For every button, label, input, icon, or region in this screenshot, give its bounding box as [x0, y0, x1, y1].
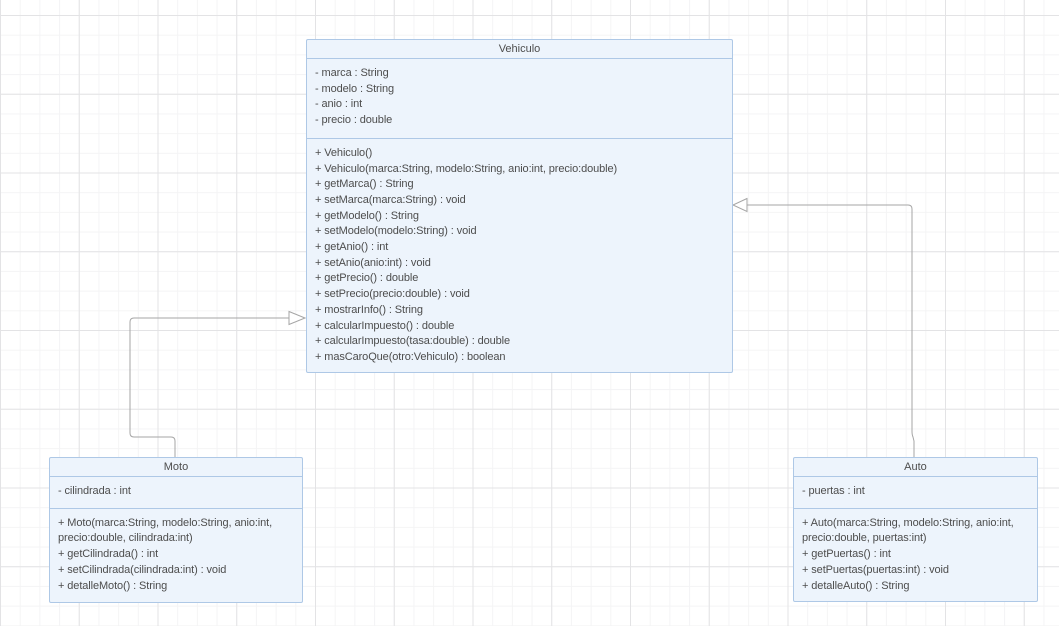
method-row[interactable]: + detalleMoto() : String: [58, 579, 168, 592]
method-row[interactable]: + calcularImpuesto(tasa:double) : double: [315, 335, 511, 348]
attribute-row[interactable]: - cilindrada : int: [58, 485, 131, 497]
class-moto-attributes[interactable]: - cilindrada : int: [50, 477, 302, 509]
method-row[interactable]: + setMarca(marca:String) : void: [315, 193, 466, 206]
class-moto[interactable]: Moto - cilindrada : int + Moto(marca:Str…: [49, 457, 303, 603]
attribute-row[interactable]: - anio : int: [315, 98, 363, 111]
attribute-row[interactable]: - marca : String: [315, 67, 389, 79]
method-row[interactable]: + detalleAuto() : String: [802, 579, 910, 592]
class-auto-attributes[interactable]: - puertas : int: [794, 477, 1037, 509]
method-row[interactable]: + Vehiculo(): [315, 146, 373, 159]
class-moto-title[interactable]: Moto: [50, 458, 302, 477]
method-row[interactable]: + setPrecio(precio:double) : void: [315, 288, 470, 301]
method-row[interactable]: + masCaroQue(otro:Vehiculo) : boolean: [315, 350, 506, 363]
method-row[interactable]: + Moto(marca:String, modelo:String, anio…: [58, 516, 273, 545]
method-row[interactable]: + Vehiculo(marca:String, modelo:String, …: [315, 162, 618, 175]
hollow-triangle-arrowhead: [731, 197, 748, 213]
method-row[interactable]: + getMarca() : String: [315, 178, 414, 191]
hollow-triangle-arrowhead: [288, 310, 307, 326]
method-row[interactable]: + getPrecio() : double: [315, 272, 419, 285]
class-vehiculo[interactable]: Vehiculo - marca : String - modelo : Str…: [306, 39, 733, 373]
method-row[interactable]: + getPuertas() : int: [802, 548, 891, 561]
inheritance-edge-auto-vehiculo[interactable]: [731, 197, 915, 458]
method-row[interactable]: + setModelo(modelo:String) : void: [315, 225, 477, 238]
class-auto[interactable]: Auto - puertas : int + Auto(marca:String…: [793, 457, 1038, 602]
class-vehiculo-methods[interactable]: + Vehiculo() + Vehiculo(marca:String, mo…: [307, 139, 732, 372]
class-vehiculo-attributes[interactable]: - marca : String - modelo : String - ani…: [307, 59, 732, 139]
method-row[interactable]: + getCilindrada() : int: [58, 548, 159, 561]
class-auto-title[interactable]: Auto: [794, 458, 1037, 477]
attribute-row[interactable]: - puertas : int: [802, 485, 865, 497]
method-row[interactable]: + setCilindrada(cilindrada:int) : void: [58, 563, 227, 576]
method-row[interactable]: + getModelo() : String: [315, 209, 419, 222]
class-auto-methods[interactable]: + Auto(marca:String, modelo:String, anio…: [794, 509, 1037, 601]
attribute-row[interactable]: - precio : double: [315, 114, 393, 127]
method-row[interactable]: + mostrarInfo() : String: [315, 303, 423, 316]
method-row[interactable]: + calcularImpuesto() : double: [315, 319, 455, 332]
attribute-row[interactable]: - modelo : String: [315, 82, 395, 95]
method-row[interactable]: + setAnio(anio:int) : void: [315, 256, 431, 269]
method-row[interactable]: + getAnio() : int: [315, 241, 389, 254]
inheritance-edge-moto-vehiculo[interactable]: [129, 310, 307, 458]
class-vehiculo-title[interactable]: Vehiculo: [307, 40, 732, 59]
class-moto-methods[interactable]: + Moto(marca:String, modelo:String, anio…: [50, 509, 302, 602]
method-row[interactable]: + setPuertas(puertas:int) : void: [802, 563, 949, 576]
method-row[interactable]: + Auto(marca:String, modelo:String, anio…: [802, 516, 1014, 545]
